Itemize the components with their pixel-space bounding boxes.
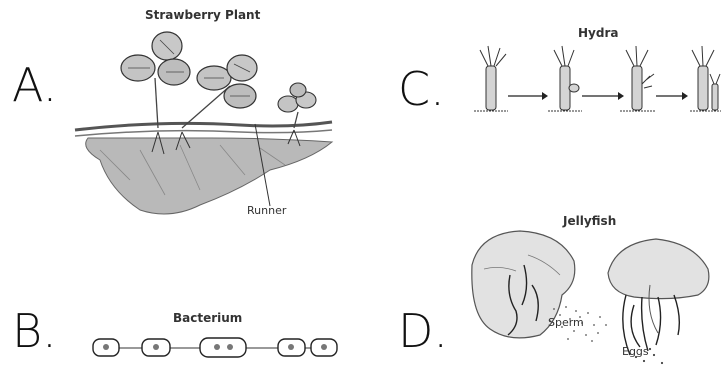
panel-c-title: Hydra	[578, 26, 618, 40]
runner-stem	[75, 122, 332, 130]
panel-c-letter: C.	[398, 66, 445, 112]
bacterium-cell-1	[93, 339, 119, 356]
panel-b-letter: B.	[12, 308, 57, 354]
hydra-arrow-3	[656, 92, 688, 100]
jellyfish-right	[608, 239, 709, 355]
hydra-stage-2	[548, 46, 582, 111]
leaf-cluster-2	[197, 55, 257, 108]
eggs-label: Eggs	[622, 345, 649, 358]
runner-label: Runner	[247, 204, 286, 217]
sperm-label: Sperm	[548, 316, 584, 329]
leaf-cluster-1	[121, 32, 190, 85]
bacterium-cell-2	[142, 339, 170, 356]
panel-b-title: Bacterium	[173, 311, 242, 325]
panel-d-letter: D.	[398, 308, 448, 354]
bacterium-chain-illustration	[85, 333, 355, 363]
hydra-arrow-2	[582, 92, 624, 100]
soil-mass	[86, 138, 332, 214]
bacterium-cell-5	[311, 339, 337, 356]
hydra-arrow-1	[508, 92, 548, 100]
panel-a-letter: A.	[12, 62, 57, 108]
jellyfish-illustration	[450, 225, 720, 370]
hydra-stage-4	[690, 46, 721, 111]
hydra-stage-1	[474, 46, 508, 111]
strawberry-plant-illustration	[70, 20, 350, 235]
bacterium-cell-3	[200, 338, 246, 357]
hydra-stage-3	[620, 46, 656, 111]
bacterium-cell-4	[278, 339, 305, 356]
hydra-budding-illustration	[460, 44, 721, 124]
leaf-cluster-3	[278, 83, 316, 112]
